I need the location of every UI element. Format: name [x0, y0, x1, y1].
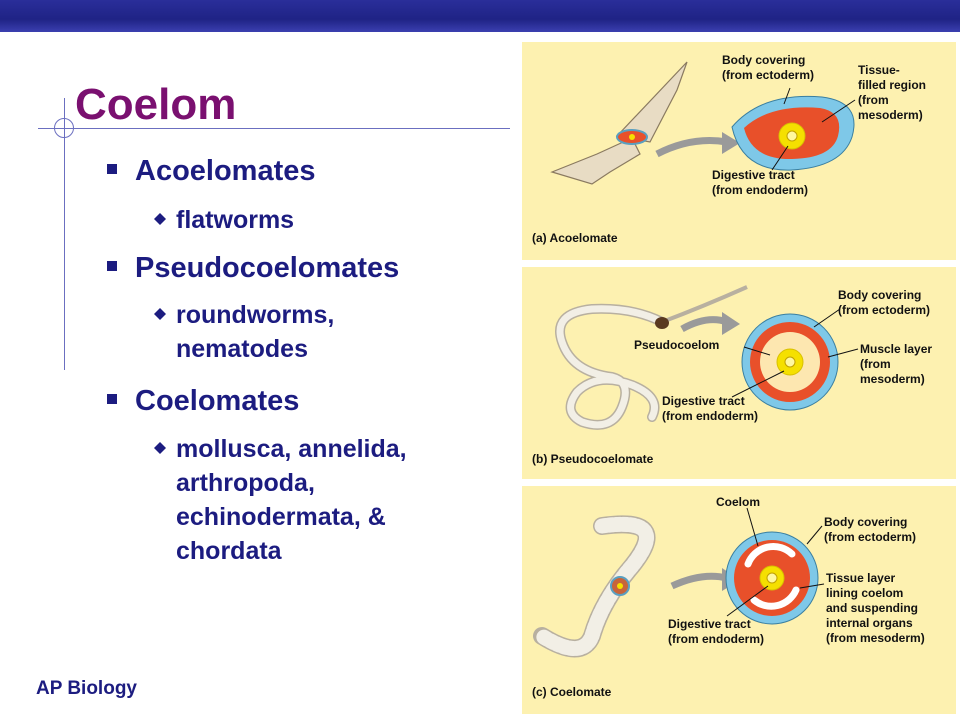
- acoelomate-diagram: Body covering (from ectoderm) Tissue- fi…: [532, 53, 926, 245]
- leader-line: [813, 308, 841, 328]
- label-endoderm: (from endoderm): [712, 183, 808, 197]
- earthworm-segments: [534, 516, 654, 656]
- label-body-covering: Body covering: [838, 288, 921, 302]
- leader-line: [821, 99, 856, 123]
- caption-coelomate: (c) Coelomate: [532, 685, 612, 699]
- label-endoderm: (from endoderm): [668, 632, 764, 646]
- bullet-acoelomates: Acoelomates: [107, 155, 316, 188]
- arrow-icon: [680, 316, 729, 333]
- label-tissue-layer: internal organs: [826, 616, 913, 630]
- roundworm-cut-end: [655, 317, 669, 329]
- label-body-covering: Body covering: [722, 53, 805, 67]
- earthworm-gut: [617, 583, 623, 589]
- label-pseudocoelom: Pseudocoelom: [634, 338, 719, 352]
- panel-pseudocoelomate: Body covering (from ectoderm) Pseudocoel…: [522, 267, 956, 479]
- leader-line: [726, 585, 769, 617]
- bullet-coelomates: Coelomates: [107, 385, 300, 418]
- label-tissue: mesoderm): [858, 108, 923, 122]
- leader-line: [806, 525, 823, 545]
- flatworm-gut: [629, 134, 635, 140]
- diamond-bullet-icon: [154, 442, 166, 454]
- bullet-pseudocoelomates: Pseudocoelomates: [107, 252, 400, 285]
- top-banner: [0, 0, 960, 32]
- vertical-rule: [64, 98, 65, 370]
- roundworm-tail: [661, 285, 748, 324]
- leader-line: [799, 583, 825, 589]
- label-digestive-tract: Digestive tract: [668, 617, 751, 631]
- bullet-label: Pseudocoelomates: [135, 252, 400, 284]
- sub-bullet-line: arthropoda,: [176, 469, 315, 497]
- footer-label: AP Biology: [36, 678, 137, 699]
- sub-bullet-flatworms: flatworms: [154, 203, 295, 237]
- label-tissue: Tissue-: [858, 63, 900, 77]
- label-tissue-layer: (from mesoderm): [826, 631, 925, 645]
- arrow-head-icon: [722, 312, 740, 335]
- label-digestive-tract: Digestive tract: [662, 394, 745, 408]
- pseudocoelomate-diagram: Body covering (from ectoderm) Pseudocoel…: [532, 285, 932, 466]
- label-body-covering: Body covering: [824, 515, 907, 529]
- diamond-bullet-icon: [154, 213, 166, 225]
- gut-lumen: [766, 572, 778, 584]
- label-ectoderm: (from ectoderm): [722, 68, 814, 82]
- caption-acoelomate: (a) Acoelomate: [532, 231, 618, 245]
- title-rule: [38, 128, 510, 129]
- sub-bullet-line: roundworms,: [176, 301, 335, 329]
- gut-lumen: [784, 356, 796, 368]
- leader-line: [783, 87, 791, 105]
- label-tissue-layer: lining coelom: [826, 586, 903, 600]
- sub-bullet-line: chordata: [176, 537, 282, 565]
- bullet-label: Coelomates: [135, 385, 300, 417]
- label-tissue: (from: [858, 93, 889, 107]
- coelom-cavity: [750, 586, 800, 610]
- label-muscle-layer: Muscle layer: [860, 342, 932, 356]
- arrow-icon: [655, 137, 728, 158]
- leader-line: [731, 370, 785, 398]
- roundworm-body-fill: [556, 305, 666, 429]
- label-tissue-layer: Tissue layer: [826, 571, 895, 585]
- crosshair-ornament: [54, 118, 74, 138]
- label-muscle-layer: mesoderm): [860, 372, 925, 386]
- square-bullet-icon: [107, 394, 117, 404]
- caption-pseudocoelomate: (b) Pseudocoelomate: [532, 452, 654, 466]
- label-muscle-layer: (from: [860, 357, 891, 371]
- leader-line: [746, 507, 759, 547]
- panel-acoelomate: Body covering (from ectoderm) Tissue- fi…: [522, 42, 956, 260]
- leader-line: [743, 346, 771, 356]
- leader-line: [827, 348, 859, 358]
- sub-bullet-line: mollusca, annelida,: [176, 435, 407, 463]
- leader-line: [771, 145, 789, 171]
- label-endoderm: (from endoderm): [662, 409, 758, 423]
- label-tissue: filled region: [858, 78, 926, 92]
- flatworm-tail: [550, 137, 641, 185]
- arrow-head-icon: [722, 132, 740, 154]
- label-ectoderm: (from ectoderm): [824, 530, 916, 544]
- arrow-icon: [670, 572, 728, 590]
- sub-bullet-line: echinodermata, &: [176, 503, 386, 531]
- label-ectoderm: (from ectoderm): [838, 303, 930, 317]
- sub-bullet-line: nematodes: [176, 335, 308, 363]
- label-digestive-tract: Digestive tract: [712, 168, 795, 182]
- square-bullet-icon: [107, 164, 117, 174]
- label-coelom: Coelom: [716, 495, 760, 509]
- coelom-cavity: [744, 542, 796, 568]
- sub-bullet-roundworms: roundworms, nematodes: [154, 298, 335, 366]
- sub-bullet-label: flatworms: [176, 206, 295, 234]
- label-tissue-layer: and suspending: [826, 601, 918, 615]
- coelomate-diagram: Coelom Body covering (from ectoderm) Tis…: [532, 495, 925, 699]
- sub-bullet-coelomate-groups: mollusca, annelida, arthropoda, echinode…: [154, 432, 407, 568]
- slide-title: Coelom: [75, 80, 237, 129]
- gut-lumen: [786, 130, 798, 142]
- bullet-label: Acoelomates: [135, 155, 316, 187]
- panel-coelomate: Coelom Body covering (from ectoderm) Tis…: [522, 486, 956, 714]
- diamond-bullet-icon: [154, 308, 166, 320]
- square-bullet-icon: [107, 261, 117, 271]
